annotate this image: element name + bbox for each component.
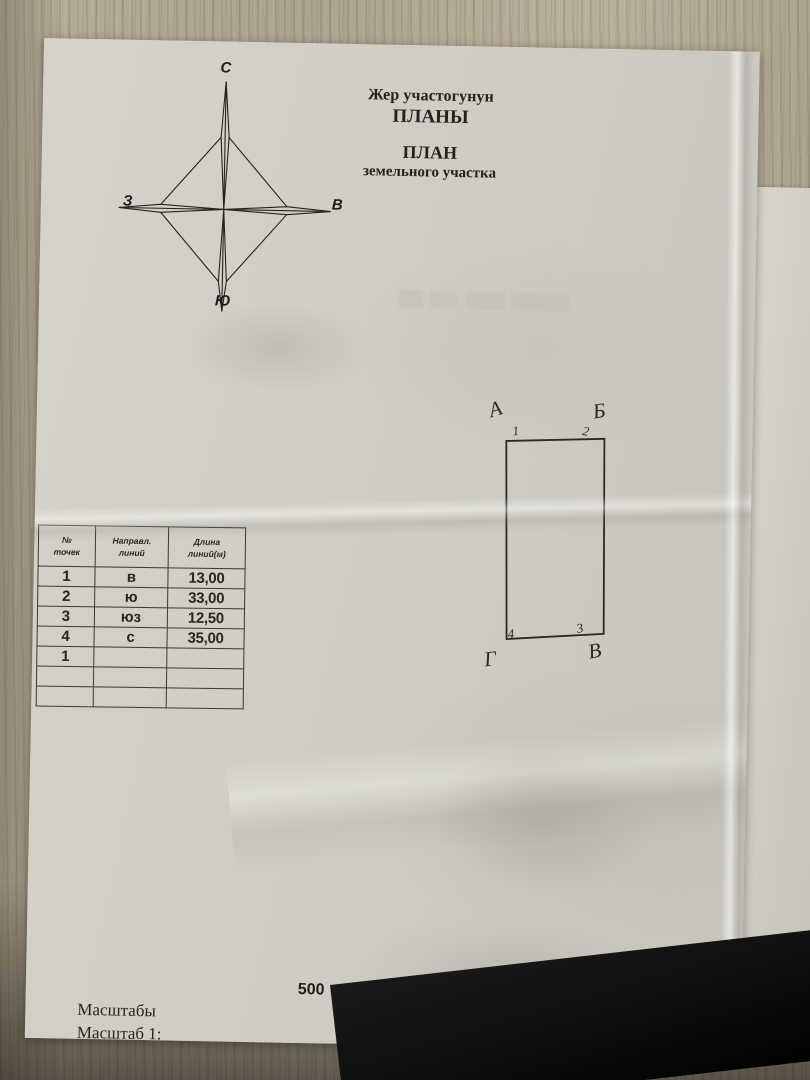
cell-direction: юз: [94, 606, 168, 628]
cell-length: 33,00: [167, 587, 245, 609]
compass-label-south: Ю: [214, 292, 231, 310]
cell-length: [166, 687, 244, 709]
cell-length: 12,50: [167, 607, 245, 629]
parcel-sketch: А Б В Г 1 2 3 4: [428, 364, 634, 688]
cell-direction: с: [93, 626, 168, 648]
cell-length: [166, 667, 244, 689]
cell-direction: [93, 646, 167, 668]
land-plan-document: С В Ю З Жер участогунун ПЛАНЫ ПЛАН земел…: [24, 38, 760, 1052]
measurements-table-wrapper: № точек Направл. линий Длина линий(м): [36, 525, 247, 710]
table-header-points-line2: точек: [53, 546, 80, 558]
compass-rose-icon: [118, 81, 331, 312]
title-kyrgyz-line2: ПЛАНЫ: [392, 105, 469, 129]
cell-length: [166, 647, 244, 669]
table-header-direction-line2: линий: [118, 547, 145, 559]
table-header-points: № точек: [38, 525, 96, 567]
table-header-direction: Направл. линий: [95, 525, 169, 568]
parcel-point-number-4: 4: [506, 625, 515, 642]
paper-crease-horizontal-lower: [225, 713, 760, 871]
table-header-direction-line1: Направл.: [112, 535, 152, 546]
cell-direction: [93, 666, 167, 688]
cell-direction: в: [94, 566, 169, 588]
cell-length: 13,00: [167, 567, 246, 589]
compass-label-west: З: [122, 192, 133, 210]
cell-direction: [93, 686, 167, 708]
cell-point: [36, 666, 94, 687]
compass-label-east: В: [331, 196, 343, 214]
cell-point: 1: [37, 566, 96, 587]
cell-length: 35,00: [166, 627, 245, 649]
cell-direction: ю: [94, 586, 168, 608]
cell-point: 4: [36, 626, 95, 647]
table-header-row: № точек Направл. линий Длина линий(м): [38, 525, 246, 569]
parcel-outline-drawing: [505, 437, 606, 640]
compass-rose: С В Ю З: [97, 47, 352, 322]
table-header-points-line1: №: [62, 534, 72, 545]
scale-value: 500: [297, 981, 325, 999]
paper-smudge-a: [427, 745, 651, 900]
paper-bleedthrough: [398, 289, 570, 312]
cell-point: 1: [36, 646, 94, 667]
cell-point: 3: [37, 606, 95, 627]
cell-point: 2: [37, 586, 95, 607]
document-title-block: Жер участогунун ПЛАНЫ ПЛАН земельного уч…: [299, 85, 561, 185]
cell-point: [36, 686, 94, 707]
measurements-table: № точек Направл. линий Длина линий(м): [36, 525, 247, 710]
table-row: [36, 686, 244, 709]
compass-label-north: С: [220, 59, 232, 77]
table-header-length-line1: Длина: [193, 536, 221, 547]
table-header-length: Длина линий(м): [168, 526, 246, 569]
table-header-length-line2: линий(м): [187, 548, 226, 560]
